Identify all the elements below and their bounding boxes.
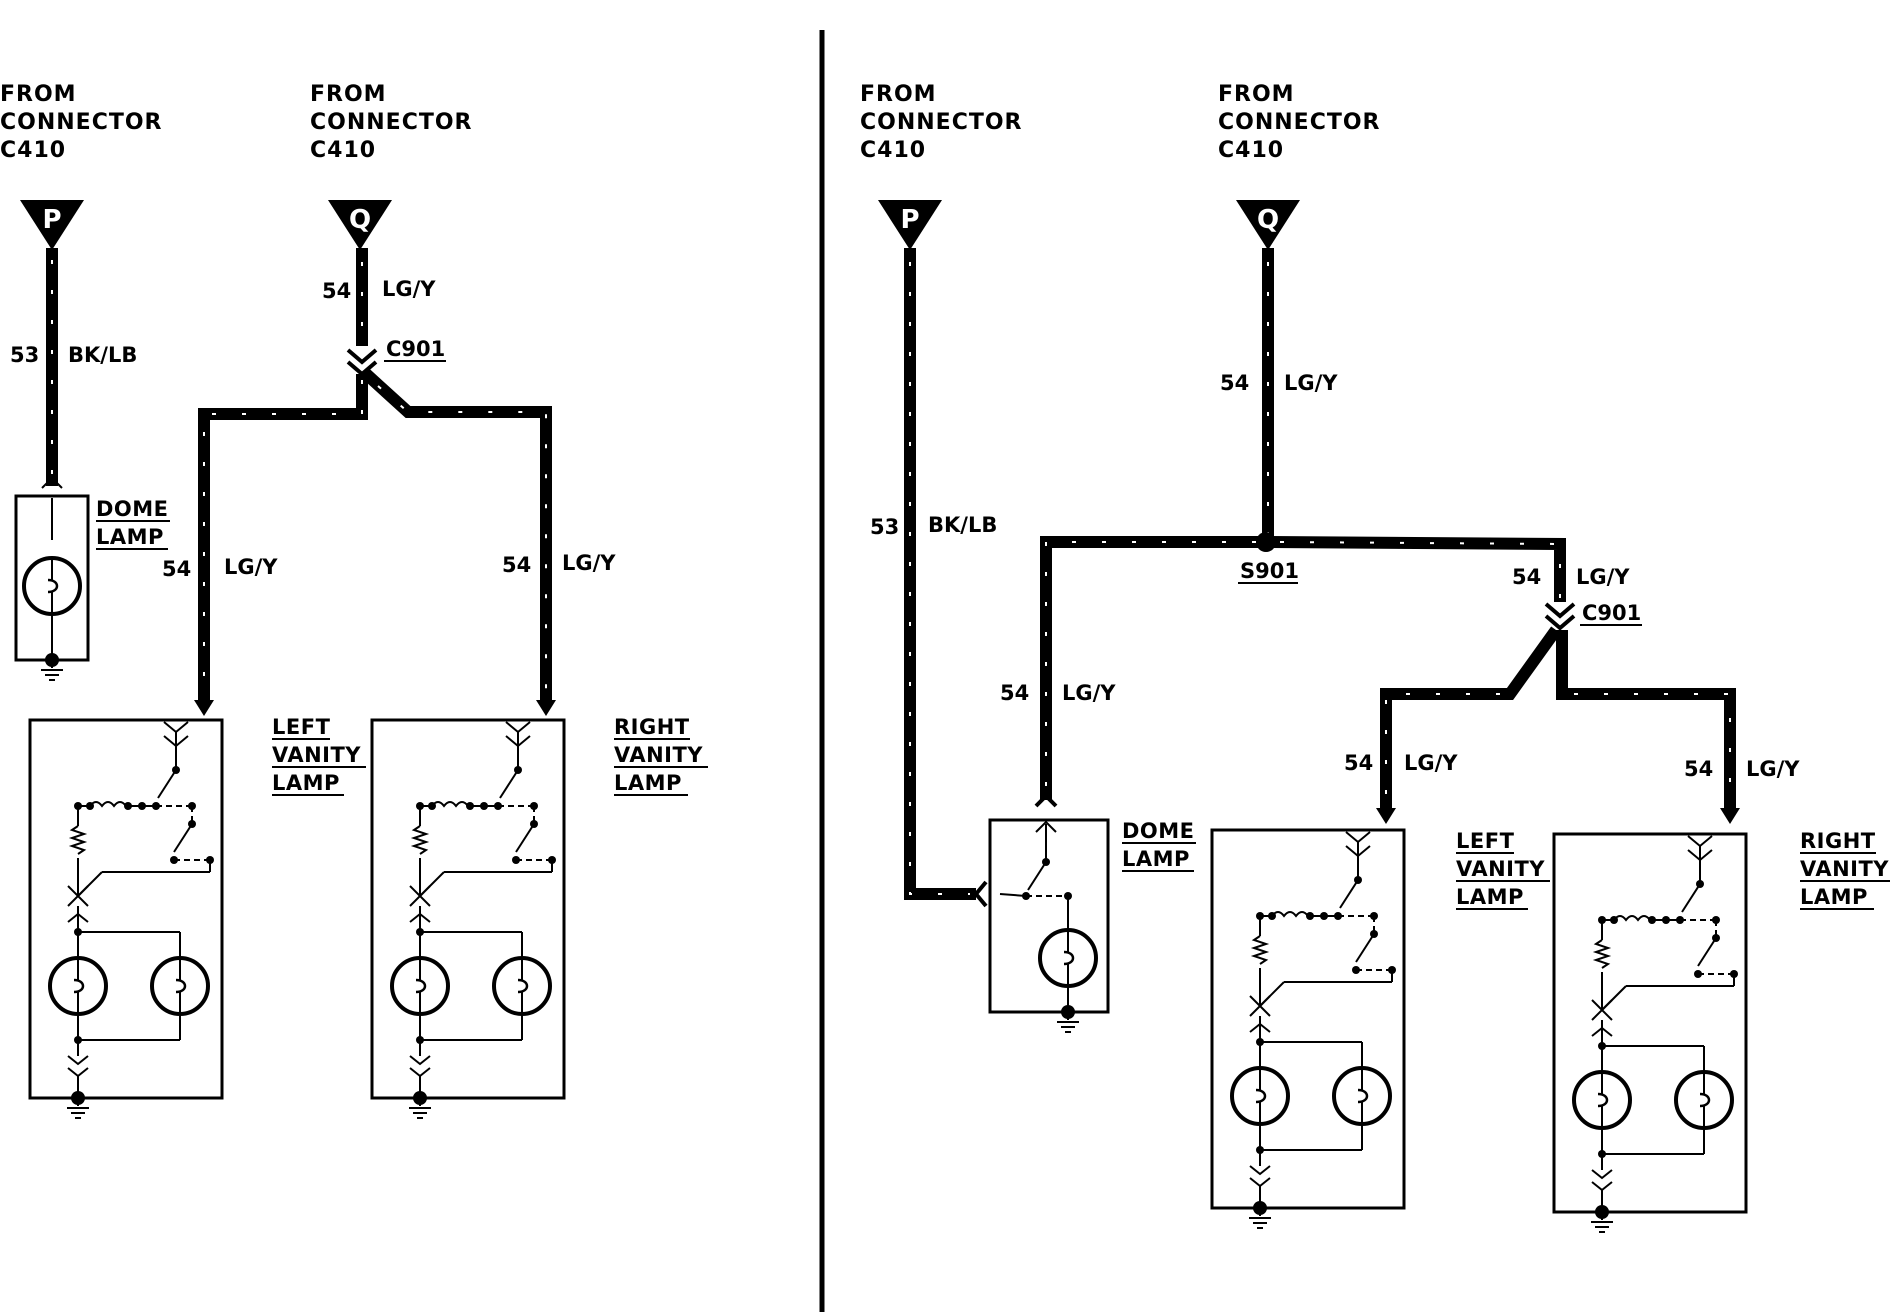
wire-54-q-right-circuit: 54 — [1220, 371, 1249, 395]
wire-53-color: BK/LB — [68, 343, 137, 367]
left-vanity-lamp-left-label: LEFT VANITY LAMP — [272, 715, 369, 795]
from-connector-p-label-right: FROM CONNECTOR C410 — [860, 82, 1031, 163]
from-connector-p-label: FROM CONNECTOR C410 — [0, 82, 171, 163]
right-diagram: FROM CONNECTOR C410 FROM CONNECTOR C410 … — [860, 82, 1894, 1233]
wire-54-c901-right-color: LG/Y — [1576, 565, 1630, 589]
dome-lamp-left — [14, 494, 90, 681]
splice-s901-label: S901 — [1240, 559, 1299, 583]
wire-54-to-right-vanity — [359, 367, 556, 716]
wire-54-bus-right — [1034, 536, 1566, 808]
wire-54-right-right-circuit: 54 — [1684, 757, 1713, 781]
from-connector-q-label: FROM CONNECTOR C410 — [310, 82, 481, 163]
connector-c901-left-label: C901 — [386, 337, 445, 361]
wire-54-q-color: LG/Y — [382, 277, 436, 301]
wire-54-q-right-color: LG/Y — [1284, 371, 1338, 395]
wire-54-left-circuit: 54 — [162, 557, 191, 581]
wire-54-left-right-color: LG/Y — [1404, 751, 1458, 775]
pin-q-marker: Q — [328, 200, 392, 250]
pin-p-marker-right: P — [878, 200, 942, 250]
right-vanity-lamp-left-label: RIGHT VANITY LAMP — [614, 715, 711, 795]
from-connector-q-label-right: FROM CONNECTOR C410 — [1218, 82, 1389, 163]
pin-p-marker: P — [20, 200, 84, 250]
right-vanity-lamp-left — [372, 720, 564, 1119]
wire-54-c901-right-circuit: 54 — [1512, 565, 1541, 589]
wire-54-q-circuit: 54 — [322, 279, 351, 303]
right-vanity-lamp-right — [1554, 834, 1746, 1233]
left-vanity-lamp-right — [1212, 830, 1404, 1229]
svg-text:Q: Q — [1257, 205, 1279, 235]
wire-53-right-color: BK/LB — [928, 513, 997, 537]
dome-lamp-right — [988, 818, 1110, 1033]
dome-lamp-left-label: DOME LAMP — [96, 497, 176, 549]
wire-54-right-right-color: LG/Y — [1746, 757, 1800, 781]
left-diagram: FROM CONNECTOR C410 FROM CONNECTOR C410 … — [0, 82, 711, 1119]
wire-54-to-left-vanity-right — [1376, 626, 1561, 824]
connector-c901-left — [346, 348, 378, 377]
wire-53-circuit: 53 — [10, 343, 39, 367]
wire-54-dome-right-color: LG/Y — [1062, 681, 1116, 705]
pin-q-marker-right: Q — [1236, 200, 1300, 250]
dome-lamp-right-label: DOME LAMP — [1122, 819, 1202, 871]
svg-text:P: P — [42, 205, 61, 235]
svg-text:Q: Q — [349, 205, 371, 235]
wire-54-right-circuit: 54 — [502, 553, 531, 577]
right-vanity-lamp-right-label: RIGHT VANITY LAMP — [1800, 829, 1894, 909]
wire-54-right-color: LG/Y — [562, 551, 616, 575]
wire-53-right-circuit: 53 — [870, 515, 899, 539]
wire-54-to-left-vanity — [194, 374, 368, 716]
wire-54-left-color: LG/Y — [224, 555, 278, 579]
svg-text:P: P — [900, 205, 919, 235]
wire-54-to-right-vanity-right — [1556, 630, 1740, 824]
left-vanity-lamp-right-label: LEFT VANITY LAMP — [1456, 829, 1553, 909]
connector-c901-right — [1544, 602, 1576, 631]
wire-54-left-right-circuit: 54 — [1344, 751, 1373, 775]
wire-53-p-right — [904, 248, 988, 908]
left-vanity-lamp-left — [30, 720, 222, 1119]
wire-53-p — [41, 248, 63, 489]
connector-c901-right-label: C901 — [1582, 601, 1641, 625]
wire-54-dome-right-circuit: 54 — [1000, 681, 1029, 705]
